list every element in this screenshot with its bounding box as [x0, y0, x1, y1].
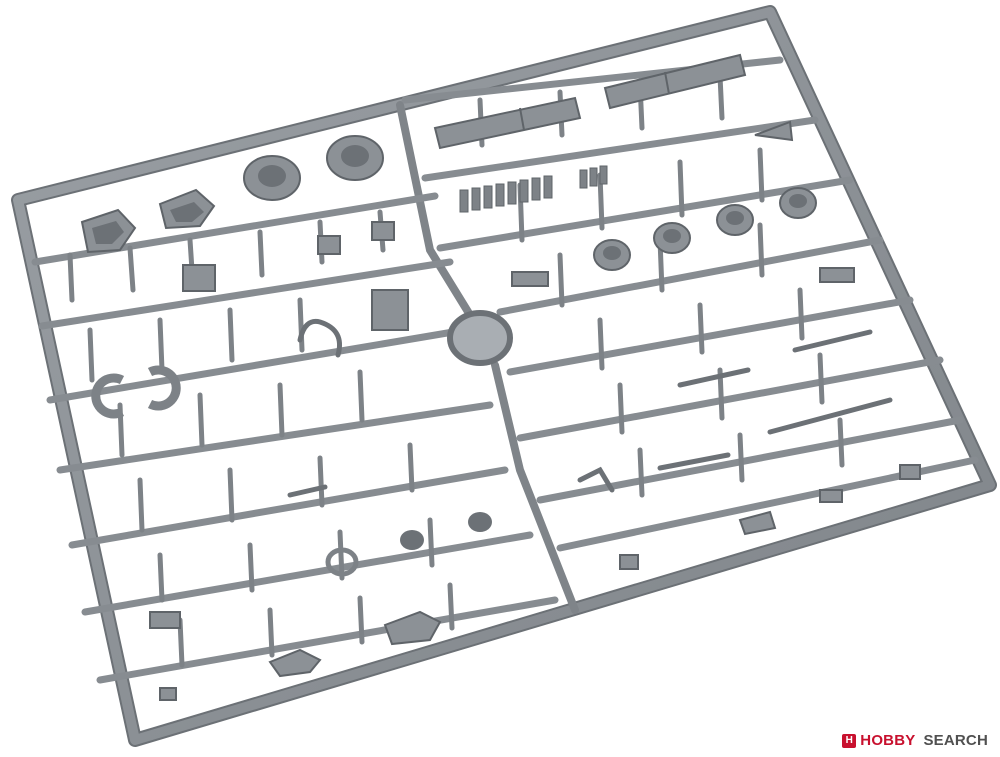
part-rods	[287, 318, 893, 498]
part-lower-details	[159, 510, 777, 701]
part-center-ring	[447, 310, 513, 366]
runner-grid	[31, 56, 979, 684]
part-brackets	[149, 221, 921, 629]
watermark-brand-search: SEARCH	[923, 732, 988, 749]
part-semi-rings	[91, 365, 181, 419]
center-runner	[396, 101, 579, 614]
part-wheels	[243, 135, 817, 271]
part-track-links	[459, 165, 608, 213]
watermark-brand-hobby: HOBBY	[860, 732, 916, 749]
watermark-badge-icon: H	[842, 733, 857, 748]
sprue-frame	[11, 5, 997, 747]
part-fender-strips	[433, 53, 794, 150]
watermark: H HOBBY SEARCH	[842, 732, 988, 749]
part-armor-block-left	[80, 188, 216, 254]
part-small-rounds	[325, 512, 492, 577]
